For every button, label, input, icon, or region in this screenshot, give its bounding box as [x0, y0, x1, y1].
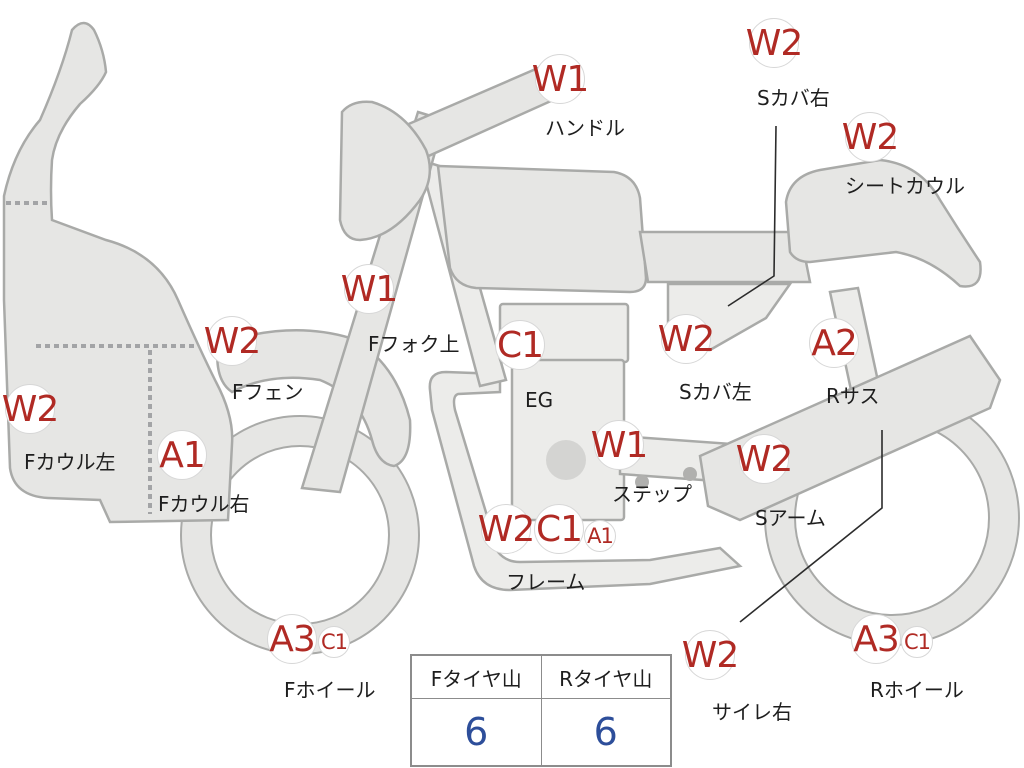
badge-r-wheel-2: C1	[901, 626, 933, 658]
label-r-suspension: Rサス	[826, 384, 880, 408]
badge-f-wheel-2: C1	[318, 626, 350, 658]
label-engine: EG	[525, 388, 554, 412]
tire-header-front: Fタイヤ山	[410, 654, 542, 699]
seat-base-shape	[638, 230, 812, 284]
badge-f-wheel-1: A3	[267, 614, 317, 664]
front-cowl-shape	[2, 21, 234, 524]
leader-s-cover-right	[727, 125, 777, 307]
tire-tread-table: Fタイヤ山 Rタイヤ山 6 6	[410, 654, 672, 767]
badge-s-cover-right: W2	[746, 18, 803, 68]
label-muffler-right: サイレ右	[712, 700, 792, 724]
label-s-cover-right: Sカバ右	[757, 86, 830, 110]
badge-f-cowl-right: A1	[157, 430, 207, 480]
label-r-wheel: Rホイール	[870, 678, 964, 702]
headlight-shape	[338, 100, 432, 242]
badge-step: W1	[591, 420, 648, 470]
badge-s-cover-left: W2	[658, 314, 715, 364]
label-handle: ハンドル	[545, 116, 625, 140]
label-f-cowl-right: Fカウル右	[158, 492, 250, 516]
badge-swing-arm: W2	[736, 434, 793, 484]
badge-f-fender: W2	[204, 316, 261, 366]
label-seat-cowl: シートカウル	[845, 174, 965, 198]
badge-f-fork-upper: W1	[341, 264, 398, 314]
label-f-fork-upper: Fフォク上	[368, 332, 460, 356]
badge-r-suspension: A2	[809, 318, 859, 368]
badge-frame-1: W2	[478, 504, 535, 554]
badge-frame-3: A1	[584, 520, 616, 552]
tank-shape	[436, 164, 648, 294]
label-f-cowl-left: Fカウル左	[24, 450, 116, 474]
leader-muffler-right	[739, 430, 883, 623]
seat-cowl-shape	[784, 158, 982, 288]
tire-header-rear: Rタイヤ山	[540, 654, 672, 699]
label-s-cover-left: Sカバ左	[679, 380, 752, 404]
badge-r-wheel-1: A3	[851, 614, 901, 664]
tire-value-front: 6	[410, 698, 542, 767]
label-f-wheel: Fホイール	[284, 678, 376, 702]
badge-handle: W1	[532, 54, 589, 104]
label-step: ステップ	[612, 482, 692, 506]
badge-f-cowl-left: W2	[2, 384, 59, 434]
tire-value-rear: 6	[540, 698, 672, 767]
badge-seat-cowl: W2	[842, 112, 899, 162]
label-f-fender: Fフェン	[232, 380, 304, 404]
badge-frame-2: C1	[534, 504, 584, 554]
badge-muffler-right: W2	[682, 630, 739, 680]
badge-engine: C1	[495, 320, 545, 370]
label-frame: フレーム	[506, 570, 586, 594]
label-swing-arm: Sアーム	[755, 506, 826, 530]
